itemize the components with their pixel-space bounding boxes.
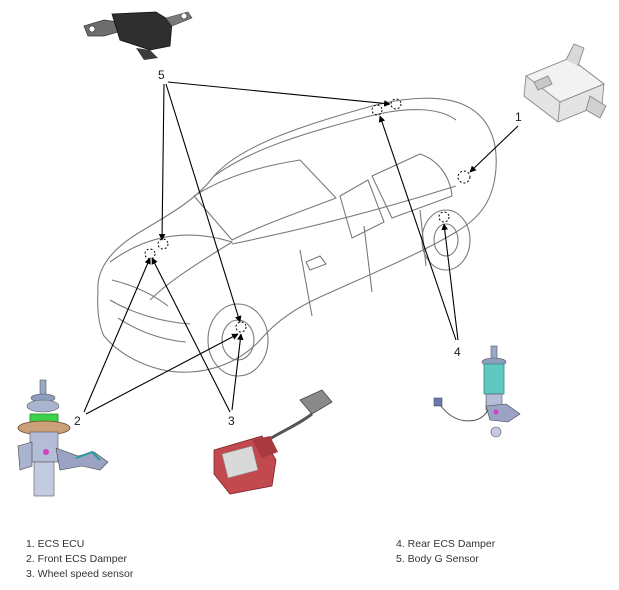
beltline [231,185,457,245]
ecs-ecu-image [523,43,607,123]
arrow-3a [151,257,231,413]
roof-line [213,109,457,177]
body-g-sensor-image [83,11,193,60]
legend-item-wheel-speed-sensor: 3. Wheel speed sensor [26,568,134,580]
headlight [111,279,169,307]
arrow-2b [85,333,239,415]
callout-3: 3 [228,414,235,428]
arrow-5a [158,83,166,241]
location-ecu [457,170,471,184]
arrow-5b [165,83,242,323]
location-rear-sensor-b [390,98,402,110]
callout-4: 4 [454,345,461,359]
callout-2: 2 [74,414,81,428]
arrow-5c [167,81,391,107]
component-locations [144,98,471,333]
vehicle-outline [97,97,497,377]
front-wheel [207,303,269,377]
arrow-4a [378,115,457,341]
arrow-4b [441,223,459,341]
location-front-sensor-a [144,248,156,260]
side-window-front [339,179,385,239]
arrow-3b [231,333,244,411]
mirror [305,255,327,271]
legend-item-body-g-sensor: 5. Body G Sensor [396,553,479,565]
legend-item-rear-ecs-damper: 4. Rear ECS Damper [396,538,496,550]
grille [109,299,191,343]
location-rear-sensor-a [371,104,383,116]
location-front-sensor-b [157,238,169,250]
windshield [193,159,337,241]
callout-1: 1 [515,110,522,124]
location-front-wheel [235,321,247,333]
rear-ecs-damper-image [433,345,521,438]
arrow-2a [83,257,151,413]
front-ecs-damper-image [17,379,109,497]
leader-arrows [83,81,519,415]
wheel-speed-sensor-image [213,389,333,495]
callout-5: 5 [158,68,165,82]
legend-item-front-ecs-damper: 2. Front ECS Damper [26,553,127,565]
location-rear-damper [438,211,450,223]
arrow-1 [469,125,519,173]
car-body [97,97,497,373]
door-line [299,209,427,317]
hood-line [109,234,233,301]
legend-item-ecs-ecu: 1. ECS ECU [26,538,85,550]
side-window-rear [371,153,453,219]
ecs-component-diagram [17,11,607,497]
